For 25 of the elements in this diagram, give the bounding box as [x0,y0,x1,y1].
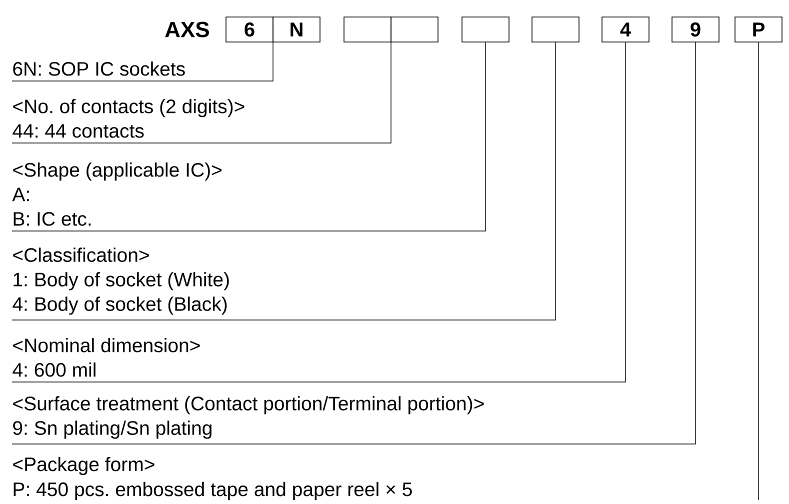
blank-code-box [390,16,438,42]
description-text: 6N: SOP IC sockets [13,61,185,76]
blank-code-box [532,16,580,42]
leader-line [12,42,556,320]
code-box: 6 [226,16,274,42]
description-text: <Shape (applicable IC)> A: B: IC etc. [12,162,222,226]
description-text: P: 450 pcs. embossed tape and paper reel × 5 [14,482,412,500]
code-box: 4 [602,16,650,42]
description-text: <Nominal dimension> 4: 600 mil [12,338,200,377]
description-text: <No. of contacts (2 digits)> 44: 44 contacts [12,98,244,138]
code-box: N [272,16,320,42]
leader-line [12,42,274,82]
leader-line [12,42,486,232]
description-text: <Surface treatment (Contact portion/Terminal portion)> 9: Sn plating/Sn plating [13,396,484,439]
blank-code-box [344,16,392,42]
leader-line [12,42,392,144]
code-box: 9 [672,16,720,42]
leader-line [12,42,626,382]
code-box: P [734,16,782,42]
leader-line [12,42,696,444]
description-text: <Classification> 1: Body of socket (White) 4: Body of socket (Black) [12,248,229,315]
description-text: <Package form> [13,456,154,476]
blank-code-box [462,16,510,42]
leader-line [758,42,759,500]
part-prefix: AXS [165,22,209,38]
